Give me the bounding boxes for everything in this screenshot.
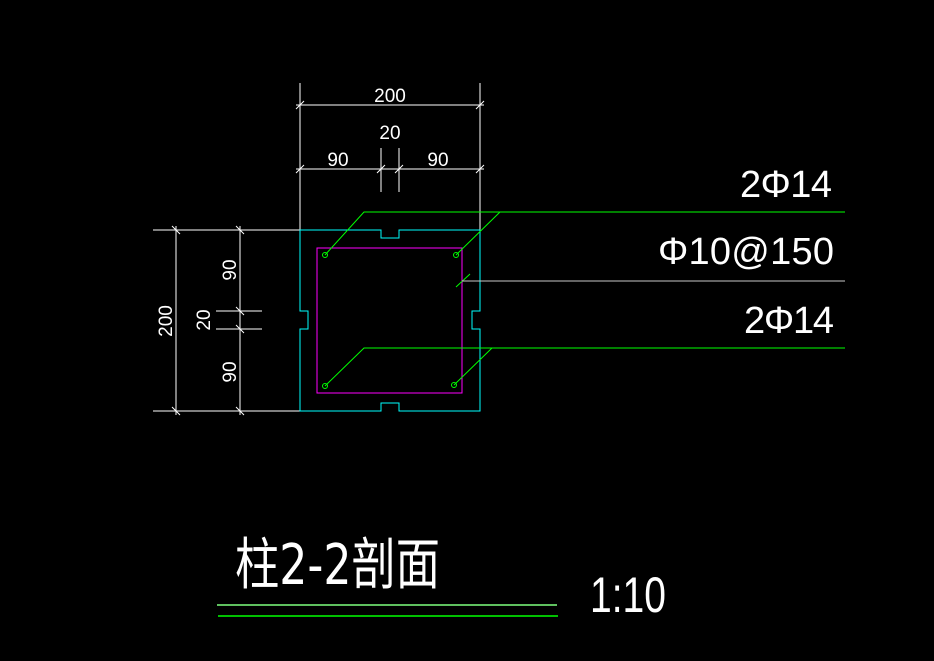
leader-top-rebar — [455, 211, 501, 256]
top-dimensions — [295, 83, 485, 230]
label-top-rebar: 2Φ14 — [740, 164, 832, 206]
leader-bottom-rebar — [324, 347, 845, 387]
dim-left-top: 90 — [220, 259, 241, 280]
label-bottom-rebar: 2Φ14 — [744, 300, 834, 342]
rebar — [322, 383, 328, 389]
leader-top-rebar — [324, 211, 845, 256]
dim-top-gap: 20 — [379, 123, 400, 144]
rebar — [453, 252, 459, 258]
section-title: 柱2-2剖面 — [235, 533, 440, 598]
rebar — [451, 382, 457, 388]
dim-top-right: 90 — [427, 150, 448, 171]
column-outline — [299, 229, 481, 412]
rebar — [322, 252, 328, 258]
dim-top-total: 200 — [374, 86, 406, 107]
dim-left-gap: 20 — [194, 309, 215, 330]
dim-left-bottom: 90 — [220, 361, 241, 382]
scale-label: 1:10 — [590, 567, 666, 623]
dim-top-left: 90 — [327, 150, 348, 171]
stirrup — [316, 247, 463, 394]
rebar-group — [322, 211, 845, 389]
left-dimensions — [153, 225, 300, 416]
dim-left-total: 200 — [156, 305, 177, 337]
leader-bottom-rebar — [453, 347, 493, 386]
label-stirrup: Φ10@150 — [658, 231, 834, 273]
